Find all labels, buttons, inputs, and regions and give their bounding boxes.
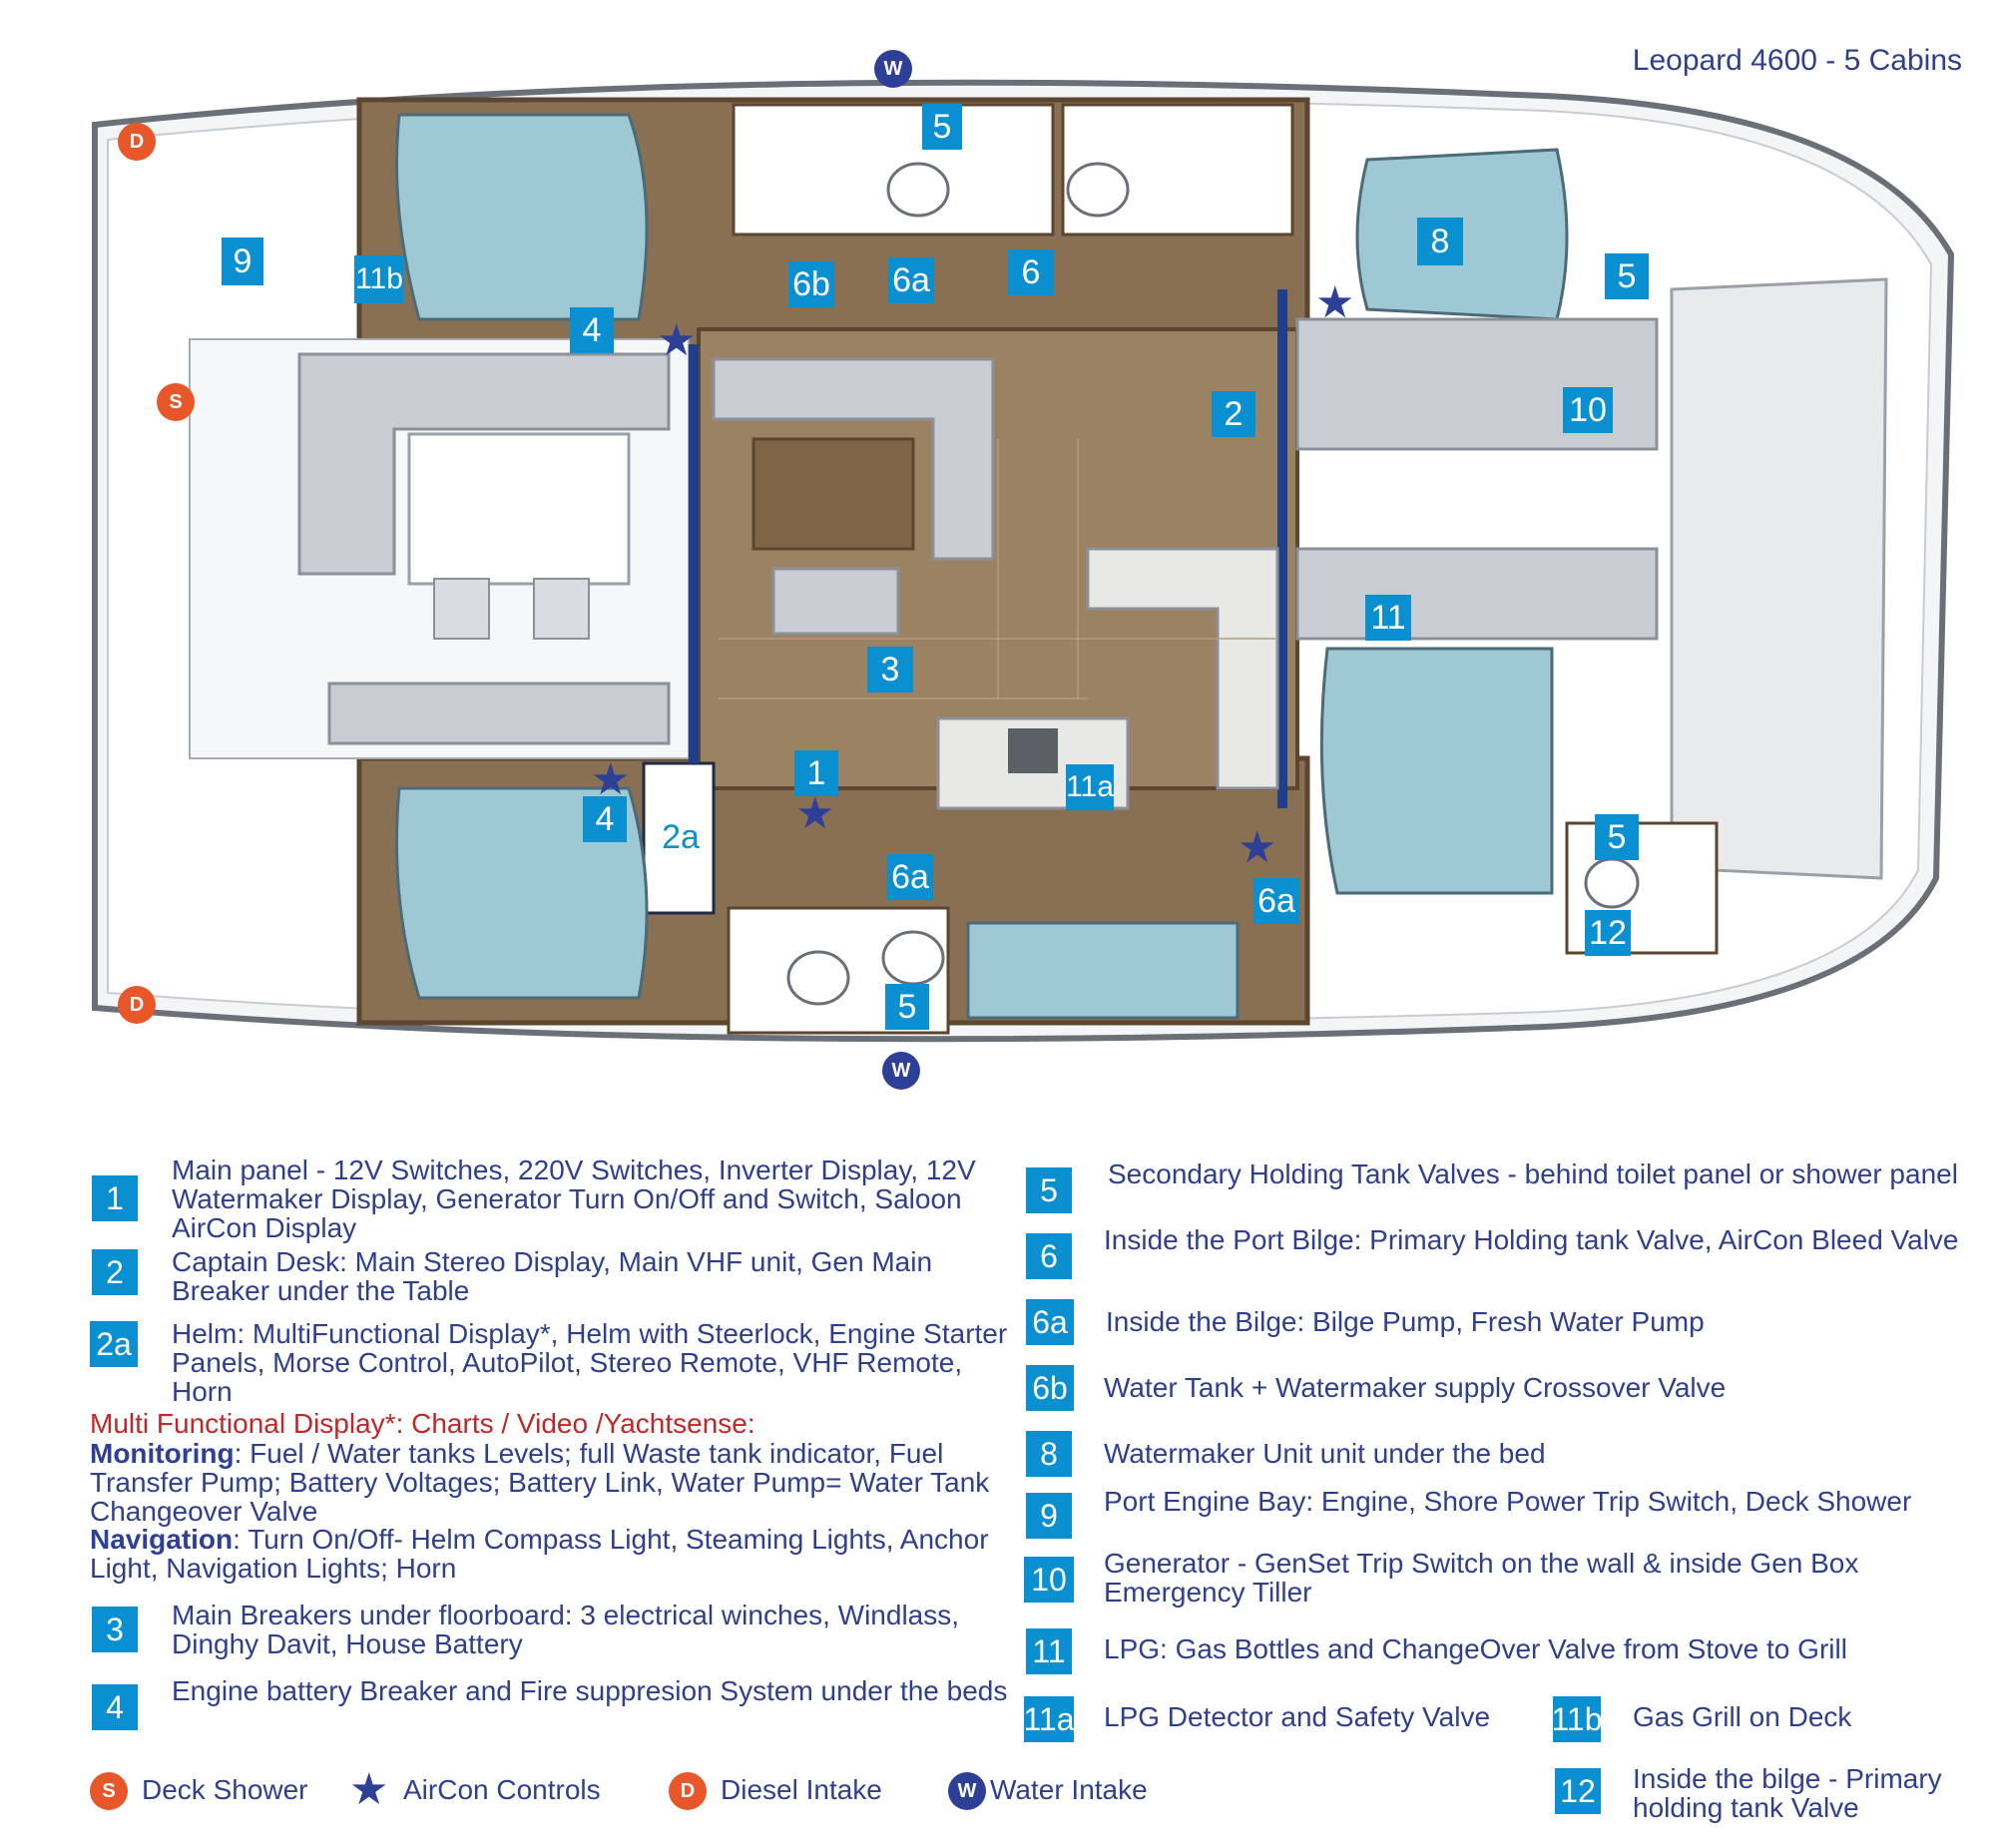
plan-label: 1 [794, 750, 838, 796]
aircon-key-icon: ★ [349, 1764, 389, 1815]
navigation-label: Navigation [90, 1524, 234, 1555]
legend-text: Inside the Bilge: Bilge Pump, Fresh Wate… [1106, 1306, 1705, 1337]
deck-shower-marker: S [157, 383, 195, 421]
legend-text: Helm: MultiFunctional Display*, Helm wit… [172, 1318, 1008, 1407]
plan-label: 5 [922, 104, 962, 150]
water-intake-marker: W [882, 1052, 920, 1090]
legend-badge: 3 [92, 1607, 138, 1652]
hull-drawing [92, 79, 1955, 1043]
legend-badge: 2a [90, 1321, 138, 1367]
legend-text: Engine battery Breaker and Fire suppresi… [172, 1675, 1008, 1706]
legend-text: Generator - GenSet Trip Switch on the wa… [1104, 1548, 1859, 1608]
plan-label: 6b [788, 261, 834, 307]
monitoring-label: Monitoring [90, 1438, 235, 1469]
navigation-text: : Turn On/Off- Helm Compass Light, Steam… [90, 1524, 989, 1584]
key-deck-shower: Deck Shower [142, 1774, 308, 1805]
plan-label: 11b [354, 255, 404, 303]
mfd-heading: Multi Functional Display*: Charts / Vide… [90, 1409, 1028, 1438]
plan-label: 12 [1585, 910, 1631, 956]
plan-label: 5 [885, 984, 929, 1030]
legend-text: Port Engine Bay: Engine, Shore Power Tri… [1104, 1486, 1912, 1517]
legend-text: Watermaker Unit unit under the bed [1104, 1438, 1546, 1469]
legend-text: Inside the Port Bilge: Primary Holding t… [1104, 1224, 1959, 1255]
plan-label: 6a [888, 257, 934, 303]
legend-text: Water Tank + Watermaker supply Crossover… [1104, 1372, 1727, 1403]
aircon-star-icon: ★ [1315, 277, 1355, 328]
plan-label: 10 [1563, 387, 1613, 433]
water-key-icon: W [948, 1772, 986, 1810]
mfd-heading-text: Multi Functional Display*: Charts / Vide… [90, 1408, 755, 1439]
legend-badge: 11 [1026, 1628, 1072, 1674]
legend-text: Main panel - 12V Switches, 220V Switches… [172, 1155, 976, 1243]
legend-badge: 6b [1026, 1365, 1074, 1411]
legend-badge: 6 [1026, 1233, 1072, 1279]
plan-label: 9 [222, 237, 263, 285]
plan-label: 2 [1212, 391, 1255, 437]
legend-badge: 4 [92, 1684, 138, 1730]
aircon-star-icon: ★ [657, 315, 697, 366]
floor-plan: Leopard 4600 - 5 Cabins 5 9 11b 4 6b 6a … [92, 44, 1962, 1090]
legend-badge: 11b [1552, 1696, 1603, 1742]
plan-label: 4 [583, 796, 627, 842]
plan-label: 5 [1595, 814, 1639, 860]
plan-label: 6 [1008, 249, 1054, 295]
aircon-star-icon: ★ [591, 754, 631, 805]
plan-label: 5 [1605, 253, 1649, 299]
legend-text: Captain Desk: Main Stereo Display, Main … [172, 1246, 933, 1306]
plan-label: 4 [570, 307, 614, 353]
mfd-monitoring: Monitoring: Fuel / Water tanks Levels; f… [90, 1439, 1028, 1526]
key-diesel: Diesel Intake [721, 1774, 882, 1805]
legend-badge: 11a [1024, 1696, 1075, 1742]
plan-label: 11a [1066, 764, 1114, 810]
legend-text: Inside the bilge - Primary holding tank … [1633, 1763, 1942, 1823]
legend-badge: 2 [92, 1249, 138, 1295]
plan-label: 11 [1365, 595, 1411, 641]
aircon-star-icon: ★ [795, 788, 835, 839]
plan-label: 6a [1253, 878, 1299, 924]
legend-text: LPG Detector and Safety Valve [1104, 1701, 1491, 1732]
diesel-intake-marker: D [118, 123, 156, 161]
legend-badge: 1 [92, 1175, 138, 1221]
water-intake-marker: W [874, 50, 912, 88]
legend-badge: 10 [1024, 1557, 1074, 1603]
plan-label: 8 [1417, 218, 1463, 265]
deck-shower-key-icon: S [90, 1772, 128, 1810]
legend-text: Secondary Holding Tank Valves - behind t… [1108, 1158, 1958, 1189]
monitoring-text: : Fuel / Water tanks Levels; full Waste … [90, 1438, 990, 1527]
legend-text: LPG: Gas Bottles and ChangeOver Valve fr… [1104, 1633, 1847, 1664]
legend-badge: 8 [1026, 1431, 1072, 1477]
plan-label: 2a [662, 818, 700, 856]
legend-badge: 5 [1026, 1167, 1072, 1213]
legend-badge: 12 [1555, 1768, 1601, 1814]
diesel-intake-marker: D [118, 986, 156, 1024]
legend-badge: 9 [1026, 1493, 1072, 1539]
legend-badge: 6a [1026, 1299, 1074, 1345]
legend-text: Main Breakers under floorboard: 3 electr… [172, 1600, 960, 1659]
diagram-title: Leopard 4600 - 5 Cabins [1632, 44, 1962, 77]
mfd-navigation: Navigation: Turn On/Off- Helm Compass Li… [90, 1525, 1028, 1583]
aircon-star-icon: ★ [1238, 822, 1277, 873]
plan-label: 6a [887, 854, 933, 900]
diesel-key-icon: D [669, 1772, 707, 1810]
legend-text: Gas Grill on Deck [1633, 1701, 1852, 1732]
key-water: Water Intake [990, 1774, 1148, 1805]
plan-label: 3 [867, 647, 913, 693]
key-aircon: AirCon Controls [403, 1774, 601, 1805]
